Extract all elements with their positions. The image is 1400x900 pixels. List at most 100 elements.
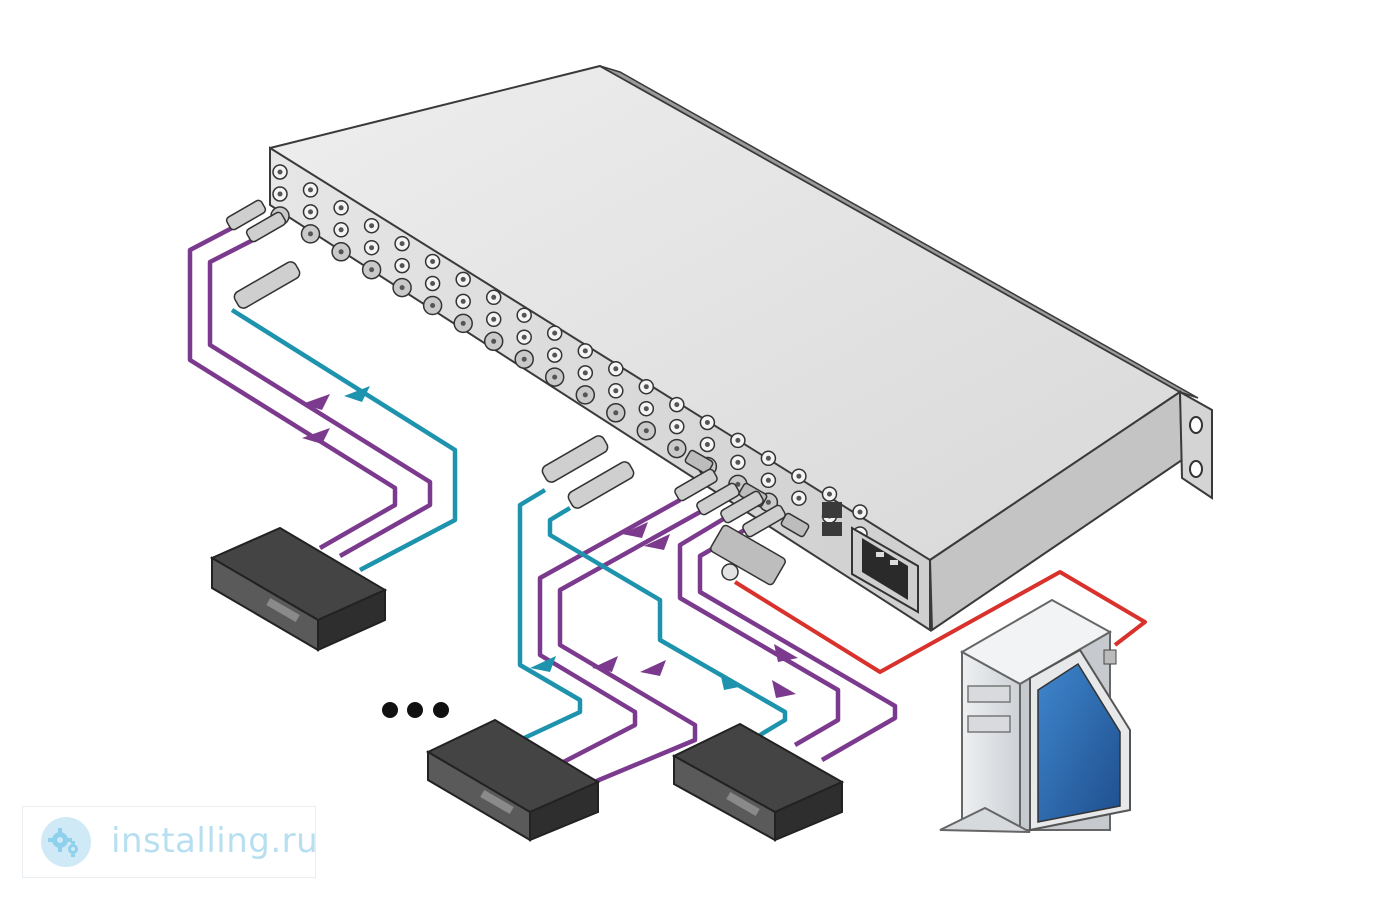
video-device-1: [209, 526, 388, 652]
bnc-connector-pin: [552, 330, 558, 336]
bnc-connector-pin: [674, 446, 680, 452]
arrow-icon: [622, 522, 648, 538]
bnc-connector-pin: [674, 424, 680, 430]
bnc-connector-pin: [613, 410, 619, 416]
db9-plug: [710, 524, 786, 586]
bnc-connector-pin: [369, 245, 375, 251]
rack-ear: [1178, 390, 1213, 500]
chassis-right-side: [599, 65, 1199, 399]
bnc-connector-pin: [643, 406, 649, 412]
bnc-connector-pin: [552, 352, 558, 358]
arrow-icon: [592, 656, 618, 672]
terminal-block-1: [822, 502, 842, 518]
pc-keyboard: [939, 806, 1031, 833]
video-cable-d: [557, 510, 702, 793]
bnc-connector-pin: [460, 298, 466, 304]
bnc-connector-pin: [735, 459, 741, 465]
video-cable-c: [537, 498, 682, 772]
arrow-icon: [644, 534, 670, 550]
bnc-plug: [541, 435, 609, 483]
arrow-icon: [530, 656, 556, 672]
bnc-connector-pin: [765, 499, 771, 505]
bnc-connector-pin: [735, 481, 741, 487]
terminal-block-2: [822, 522, 842, 536]
video-cable-a: [187, 226, 398, 550]
pc-monitor: [1029, 648, 1131, 832]
sync-cable-a: [230, 308, 458, 572]
bnc-plug: [674, 468, 718, 502]
video-cable-b: [207, 237, 433, 558]
bnc-connector-pin: [338, 205, 344, 211]
arrow-icon: [302, 394, 330, 410]
bnc-connector-pin: [369, 223, 375, 229]
bnc-connector-pin: [582, 392, 588, 398]
more-devices-ellipsis: [382, 702, 449, 718]
bnc-connector-pin: [521, 356, 527, 362]
bnc-connector-pin: [399, 241, 405, 247]
arrow-icon: [344, 386, 370, 402]
arrow-icon: [772, 680, 796, 698]
bnc-connector-pin: [613, 388, 619, 394]
bnc-connector-pin: [460, 320, 466, 326]
bnc-connector-pin: [399, 263, 405, 269]
serial-port: [1103, 649, 1117, 665]
arrow-icon: [640, 660, 666, 676]
bnc-connector-pin: [765, 477, 771, 483]
bnc-connector-pin: [827, 491, 832, 497]
bnc-connector-pin: [430, 281, 436, 286]
sync-cable-b: [517, 488, 583, 743]
watermark: installing.ru: [22, 806, 319, 878]
bnc-plug: [225, 199, 267, 231]
bnc-connector-pin: [796, 495, 802, 501]
bnc-plug: [742, 504, 786, 538]
bnc-connector-pin: [765, 455, 771, 461]
bnc-plug: [233, 261, 301, 309]
bnc-connector-pin: [704, 442, 710, 447]
sync-cables: [230, 308, 788, 743]
bnc-connector-pin: [491, 294, 497, 300]
bnc-connector-pin: [582, 348, 588, 354]
bnc-connector-pin: [521, 312, 527, 318]
bnc-connector-pin: [521, 334, 527, 340]
bnc-connector-pin: [491, 316, 497, 322]
bnc-plug: [567, 461, 635, 509]
gear-bubble-icon: [41, 817, 91, 867]
cable-plugs: [225, 199, 786, 586]
bnc-plug: [245, 211, 287, 243]
cable-ferrite: [721, 563, 739, 581]
video-device-2: [425, 718, 601, 842]
bnc-connector-pin: [704, 420, 710, 425]
bnc-connector-pin: [369, 267, 375, 273]
video-cable-e: [677, 504, 841, 747]
bnc-connector-pin: [308, 209, 313, 215]
bnc-connector-pin: [552, 374, 558, 380]
bnc-connector-pin: [430, 259, 436, 264]
bnc-plug: [696, 482, 740, 516]
bnc-connector-pin: [582, 370, 588, 376]
arrow-icon: [302, 428, 330, 444]
bnc-connector-pin: [430, 303, 436, 308]
bnc-connector-pin: [857, 509, 863, 515]
serial-cable: [733, 570, 1147, 674]
sync-cable-c: [547, 506, 788, 737]
bnc-connector-pin: [460, 276, 466, 282]
arrow-icon: [720, 672, 744, 690]
bnc-connector-pin: [308, 187, 313, 193]
signal-direction-arrows: [302, 386, 798, 698]
bnc-connector-pin: [399, 285, 405, 291]
arrow-icon: [774, 644, 798, 662]
bnc-connector-pin: [308, 231, 313, 237]
bnc-connector-pin: [796, 473, 802, 479]
bnc-connector-pin: [674, 402, 680, 408]
watermark-text: installing.ru: [111, 821, 319, 861]
rack-ear-hole-top: [1189, 416, 1203, 434]
bnc-connector-pin: [277, 191, 283, 197]
bnc-plug: [720, 490, 764, 524]
bnc-connector-pin: [338, 227, 344, 233]
power-inlet: [851, 526, 919, 614]
bnc-connector-pin: [735, 437, 741, 443]
video-device-3: [671, 722, 845, 842]
bnc-connector-pin: [613, 366, 619, 372]
bnc-connector-pin: [643, 384, 649, 390]
